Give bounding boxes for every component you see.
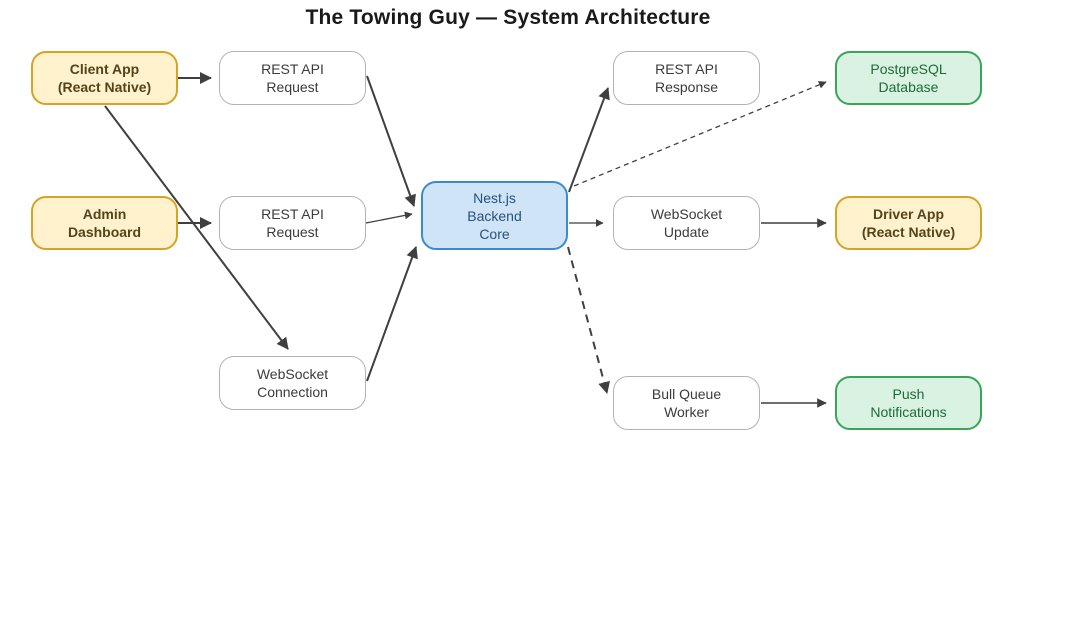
node-label: WebSocket Connection	[256, 366, 329, 400]
node-admin-dashboard: Admin Dashboard	[31, 196, 178, 250]
edge-rest-request-2-to-core	[365, 211, 413, 224]
node-label: REST API Response	[654, 61, 719, 95]
node-label: PostgreSQL Database	[870, 61, 947, 95]
node-label: Admin Dashboard	[67, 206, 142, 240]
node-label: Client App (React Native)	[57, 61, 152, 95]
edge-client-app-to-websocket-connection	[104, 105, 289, 350]
node-websocket-connection: WebSocket Connection	[219, 356, 366, 410]
node-label: Push Notifications	[870, 386, 947, 420]
node-bull-queue-worker: Bull Queue Worker	[613, 376, 760, 430]
edge-websocket-connection-to-core	[366, 246, 418, 382]
node-nestjs-backend-core: Nest.js Backend Core	[421, 181, 568, 250]
edge-core-to-bull-queue	[567, 246, 610, 394]
node-rest-api-request-middle: REST API Request	[219, 196, 366, 250]
node-websocket-update: WebSocket Update	[613, 196, 760, 250]
node-rest-api-request-top: REST API Request	[219, 51, 366, 105]
node-push-notifications: Push Notifications	[835, 376, 982, 430]
node-label: Nest.js Backend Core	[467, 189, 522, 242]
diagram-title: The Towing Guy — System Architecture	[305, 6, 711, 29]
node-label: REST API Request	[261, 206, 324, 240]
node-label: Bull Queue Worker	[651, 386, 722, 420]
node-client-app: Client App (React Native)	[31, 51, 178, 105]
node-driver-app: Driver App (React Native)	[835, 196, 982, 250]
node-label: REST API Request	[261, 61, 324, 95]
node-postgresql-database: PostgreSQL Database	[835, 51, 982, 105]
edge-core-to-rest-response	[568, 87, 610, 193]
node-label: WebSocket Update	[650, 206, 723, 240]
node-rest-api-response: REST API Response	[613, 51, 760, 105]
edge-core-to-postgresql	[573, 81, 827, 187]
node-label: Driver App (React Native)	[861, 206, 956, 240]
edge-rest-request-1-to-core	[366, 75, 416, 207]
